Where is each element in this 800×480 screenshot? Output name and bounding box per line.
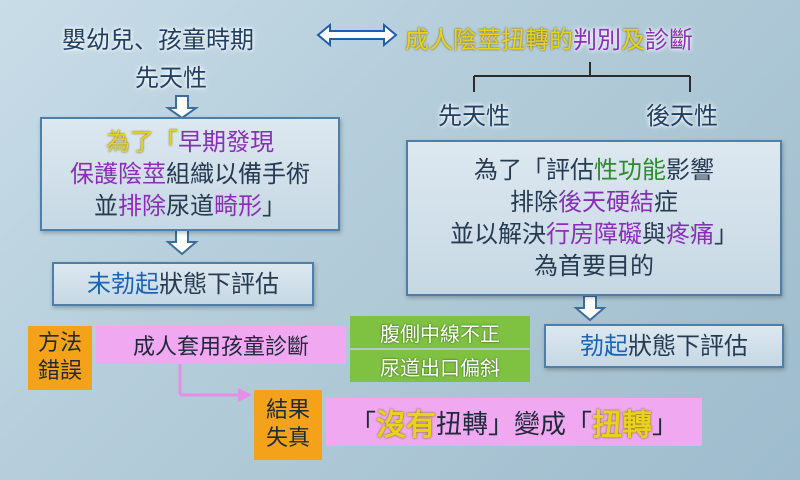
title-right: 成人陰莖扭轉的判別及診斷: [405, 20, 693, 55]
final-statement: 「沒有扭轉」變成「扭轉」: [326, 398, 702, 446]
ventral-midline-label: 腹側中線不正: [350, 316, 530, 348]
pink-arrow-icon: [238, 388, 252, 402]
final-torsion: 扭轉: [592, 408, 653, 443]
title-right-part3: 及: [621, 26, 645, 54]
right-purpose-box: 為了「評估性功能影響 排除後天硬結症 並以解決行房障礙與疼痛」 為首要目的: [406, 140, 782, 296]
title-right-part2: 判別: [573, 26, 621, 54]
left-box-line2: 保護陰莖組織以備手術: [70, 160, 310, 188]
right-eval-box: 勃起狀態下評估: [544, 324, 784, 368]
down-arrow-icon: [165, 229, 199, 256]
left-eval-box: 未勃起狀態下評估: [52, 262, 314, 306]
double-arrow-icon: [316, 22, 398, 48]
title-left: 嬰幼兒、孩童時期: [62, 26, 254, 54]
right-congenital-label: 先天性: [438, 102, 510, 130]
down-arrow-icon: [573, 295, 607, 322]
right-eval-highlight: 勃起: [580, 332, 628, 360]
result-wrong-label: 結果失真: [254, 390, 322, 460]
left-purpose-box: 為了「早期發現 保護陰莖組織以備手術 並排除尿道畸形」: [40, 117, 340, 231]
method-error-label: 方法錯誤: [28, 326, 92, 390]
left-eval-highlight: 未勃起: [87, 270, 159, 298]
left-eval-text: 狀態下評估: [159, 270, 279, 298]
right-box-line3: 並以解決行房障礙與疼痛」: [450, 220, 738, 248]
right-box-line4: 為首要目的: [534, 252, 654, 280]
branch-bracket: [473, 62, 691, 92]
down-arrow-icon: [164, 95, 200, 120]
left-box-line3: 並排除尿道畸形」: [94, 192, 286, 220]
right-eval-text: 狀態下評估: [628, 332, 748, 360]
left-box-line1: 為了「早期發現: [106, 128, 274, 156]
left-congenital-label: 先天性: [135, 64, 207, 92]
title-right-part4: 診斷: [645, 26, 693, 54]
pink-connector: [178, 364, 240, 397]
right-acquired-label: 後天性: [646, 102, 718, 130]
right-box-line2: 排除後天硬結症: [510, 188, 678, 216]
title-right-part1: 成人陰莖扭轉的: [405, 26, 573, 54]
right-box-line1: 為了「評估性功能影響: [474, 156, 714, 184]
final-no: 沒有: [375, 408, 436, 443]
urethral-opening-label: 尿道出口偏斜: [350, 350, 530, 382]
adult-apply-label: 成人套用孩童診斷: [96, 326, 346, 364]
